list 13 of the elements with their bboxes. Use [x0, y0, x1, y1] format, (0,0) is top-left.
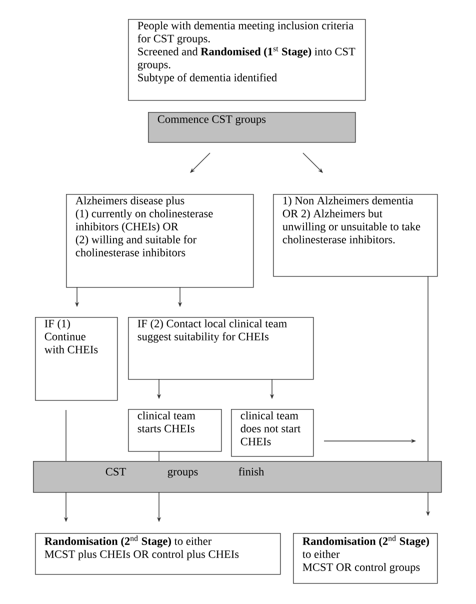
process-box: IF (2) Contact local clinical team suggest suitability for CHEIs	[128, 317, 314, 380]
process-box: 1) Non Alzheimers dementia OR 2) Alzheimers but unwilling or unsuitable to take cholinesterase inhibitors.	[273, 194, 438, 277]
process-box: clinical team starts CHEIs	[128, 409, 222, 452]
process-box: People with dementia meeting inclusion criteria for CST groups. Screened and Randomised (1$^{st}$ Stage) into CST groups. Subtype of dementia identified	[128, 19, 366, 101]
arrow	[302, 152, 323, 173]
stage-bar: CST groups finish	[33, 461, 442, 493]
process-box: clinical team does not start CHEIs	[231, 409, 314, 457]
process-box: Alzheimers disease plus (1) currently on cholinesterase inhibitors (CHEIs) OR (2) willing and suitable for cholinesterase inhibitors	[66, 194, 254, 288]
outcome-box: Randomisation (2$^{nd}$ Stage) to either MCST plus CHEIs OR control plus CHEIs	[35, 533, 281, 575]
stage-bar: Commence CST groups	[148, 112, 356, 143]
outcome-box: Randomisation (2$^{nd}$ Stage) to either MCST OR control groups	[293, 533, 438, 584]
process-box: IF (1) Continue with CHEIs	[35, 317, 118, 401]
arrow	[190, 152, 210, 173]
